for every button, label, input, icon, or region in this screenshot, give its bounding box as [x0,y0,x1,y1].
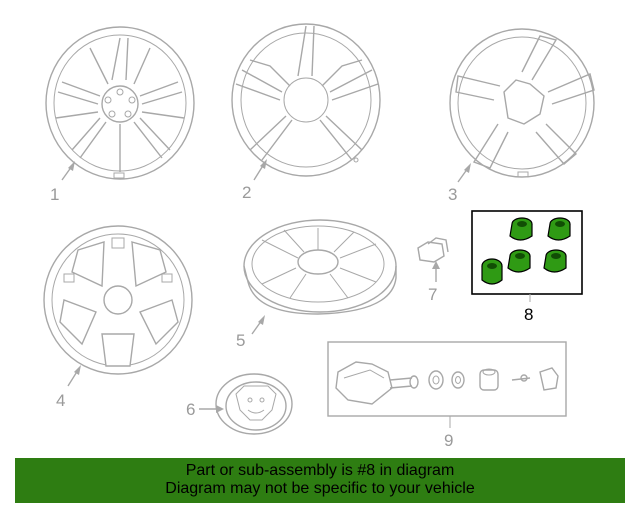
wheel-1[interactable] [45,26,195,180]
valve-cap-1 [509,217,533,241]
lug-nut-7[interactable] [417,237,449,263]
part-notice-banner: Part or sub-assembly is #8 in diagram Di… [15,458,625,503]
banner-line-2: Diagram may not be specific to your vehi… [165,480,475,497]
part-8-kit[interactable] [471,210,583,295]
parts-diagram: 1 2 3 [43,23,595,450]
valve-cap-3 [507,249,531,273]
callout-4[interactable]: 4 [56,391,65,410]
wheel-2[interactable] [231,23,381,177]
valve-cap-4 [543,249,567,273]
callout-1[interactable]: 1 [50,185,59,204]
banner-line-1: Part or sub-assembly is #8 in diagram [185,462,455,479]
tpms-sensor-9[interactable] [327,341,567,417]
valve-core-5 [481,258,503,285]
wheel-5[interactable] [243,219,397,315]
callout-3[interactable]: 3 [448,185,457,204]
callout-5[interactable]: 5 [236,331,245,350]
callout-6[interactable]: 6 [186,400,195,419]
callout-8[interactable]: 8 [524,305,533,324]
wheel-3[interactable] [449,28,595,178]
center-cap-6[interactable] [215,373,293,435]
valve-cap-2 [547,217,571,241]
callout-9[interactable]: 9 [444,431,453,450]
callout-7[interactable]: 7 [428,285,437,304]
wheel-4[interactable] [43,225,193,375]
callout-2[interactable]: 2 [242,183,251,202]
